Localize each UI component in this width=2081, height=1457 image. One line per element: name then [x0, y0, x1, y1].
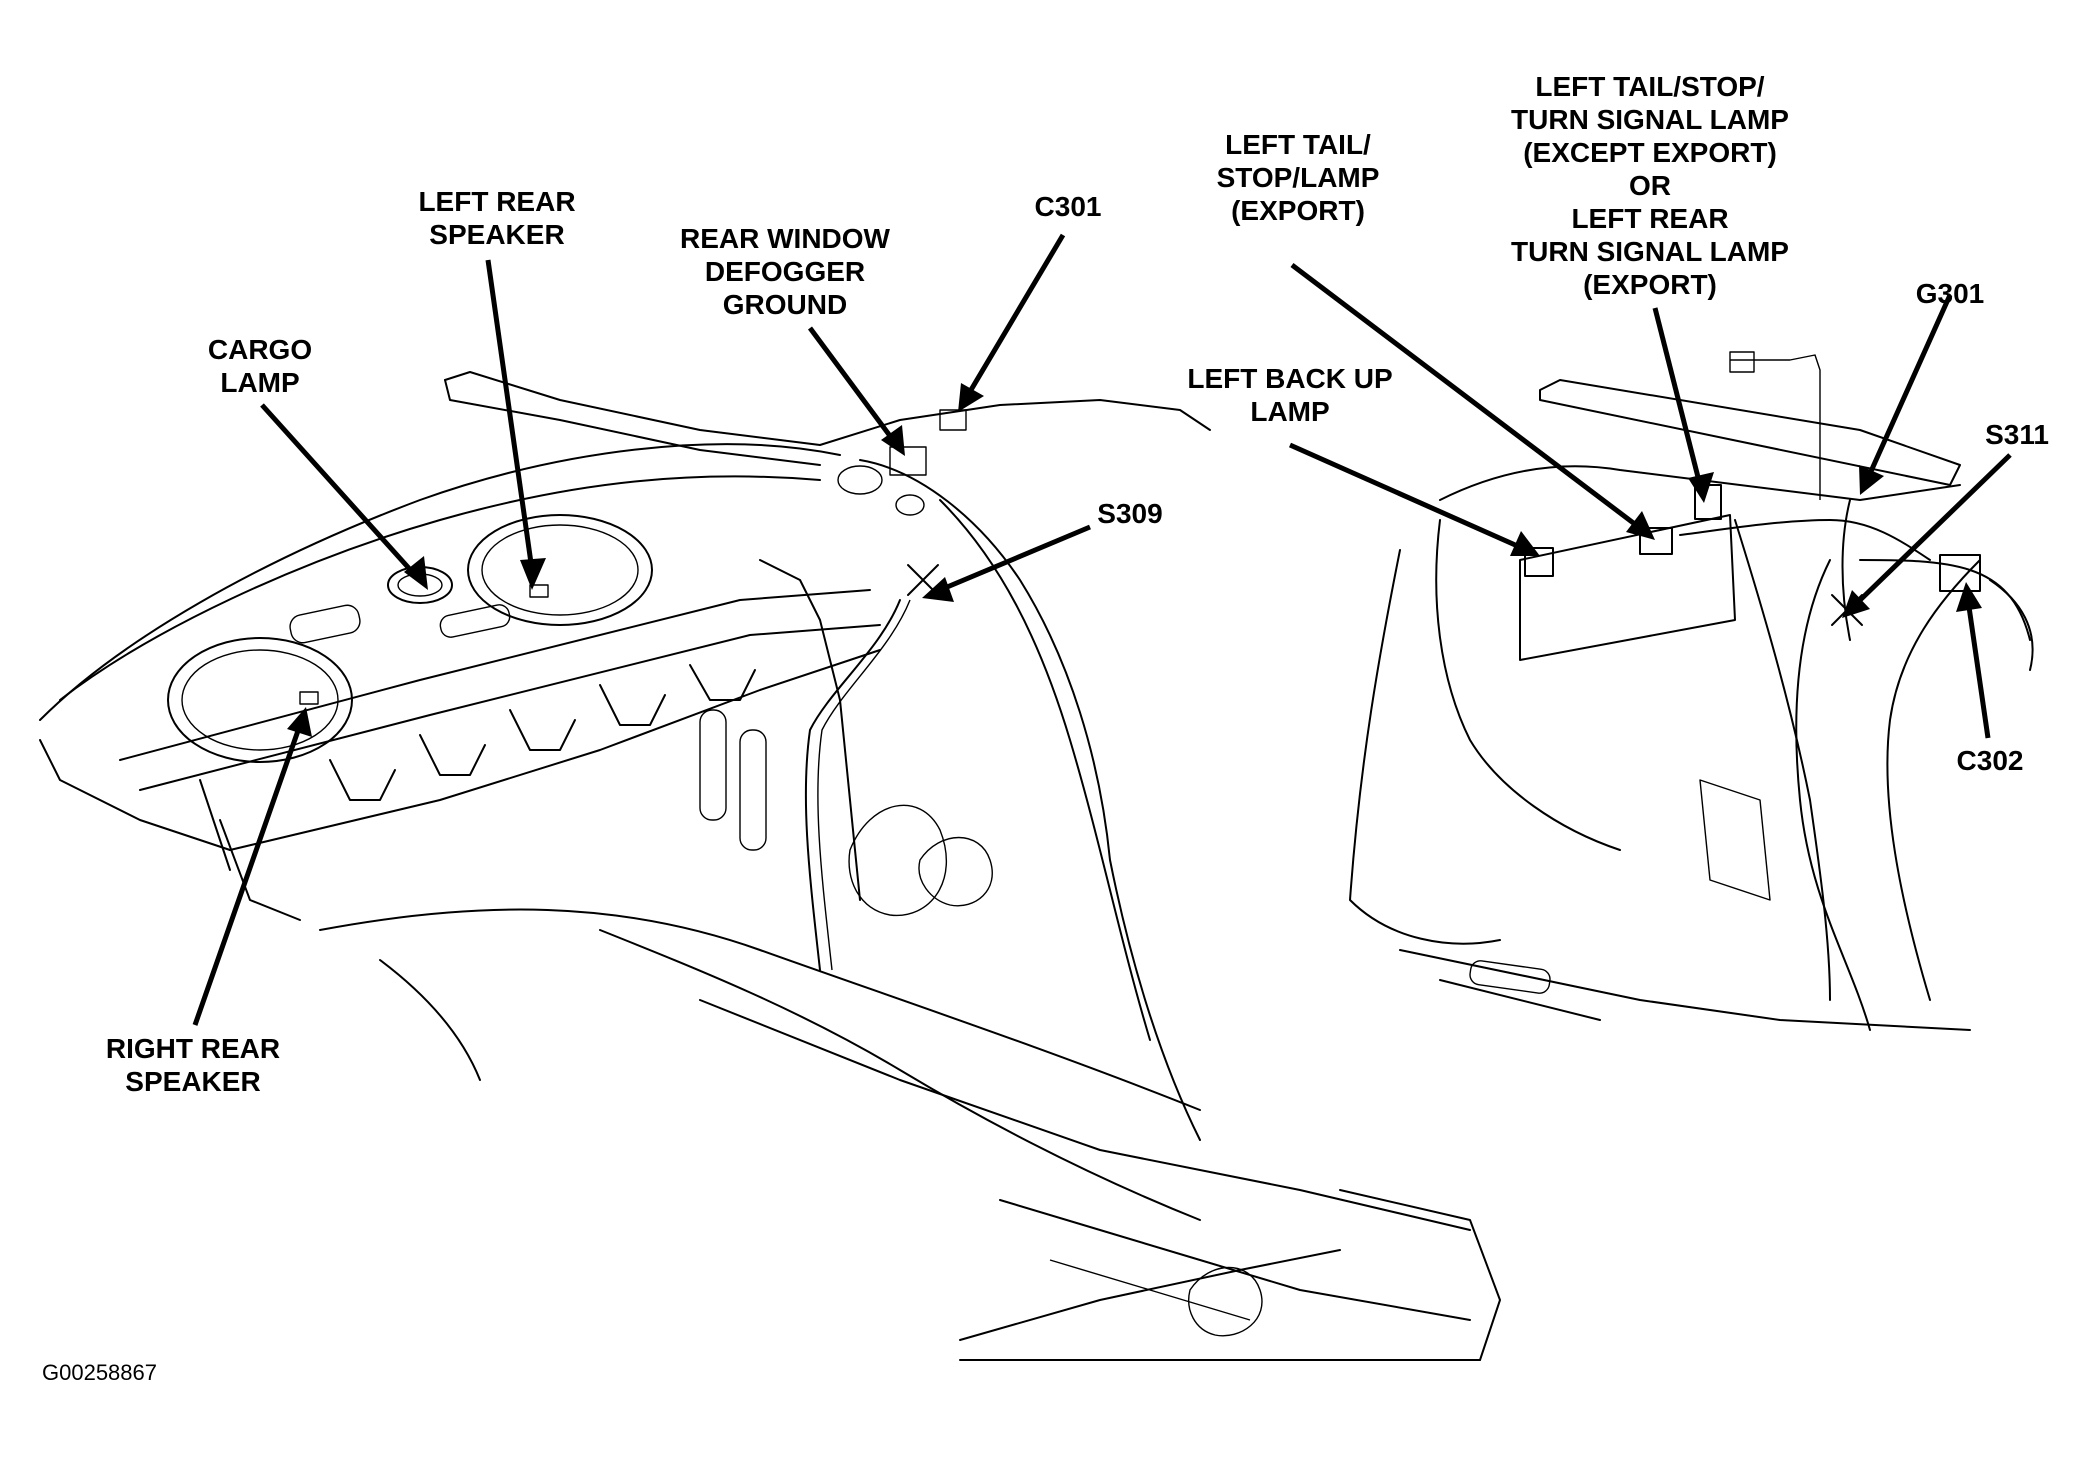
label-s309: S309 — [1097, 498, 1163, 529]
label-cargo-lamp: CARGO LAMP — [207, 334, 313, 398]
label-right-rear-speaker: RIGHT REAR SPEAKER — [105, 1033, 281, 1097]
label-left-tail-stop-turn-signal-lamp: LEFT TAIL/STOP/ TURN SIGNAL LAMP (EXCEPT… — [1511, 71, 1789, 300]
label-rear-window-defogger-ground: REAR WINDOW DEFOGGER GROUND — [680, 223, 890, 320]
label-left-back-up-lamp: LEFT BACK UP LAMP — [1187, 363, 1393, 427]
label-left-tail-stop-lamp-export: LEFT TAIL/ STOP/LAMP (EXPORT) — [1216, 129, 1380, 226]
label-g301: G301 — [1915, 278, 1985, 309]
left-trunk-view — [39, 371, 1501, 1361]
label-c301: C301 — [1034, 191, 1102, 222]
label-s311: S311 — [1985, 419, 2049, 450]
right-lamp-view — [1349, 351, 2034, 1031]
label-c302: C302 — [1956, 745, 2024, 776]
figure-id: G00258867 — [42, 1360, 157, 1385]
label-left-rear-speaker: LEFT REAR SPEAKER — [418, 186, 576, 250]
leader-arrows — [192, 233, 2012, 1026]
